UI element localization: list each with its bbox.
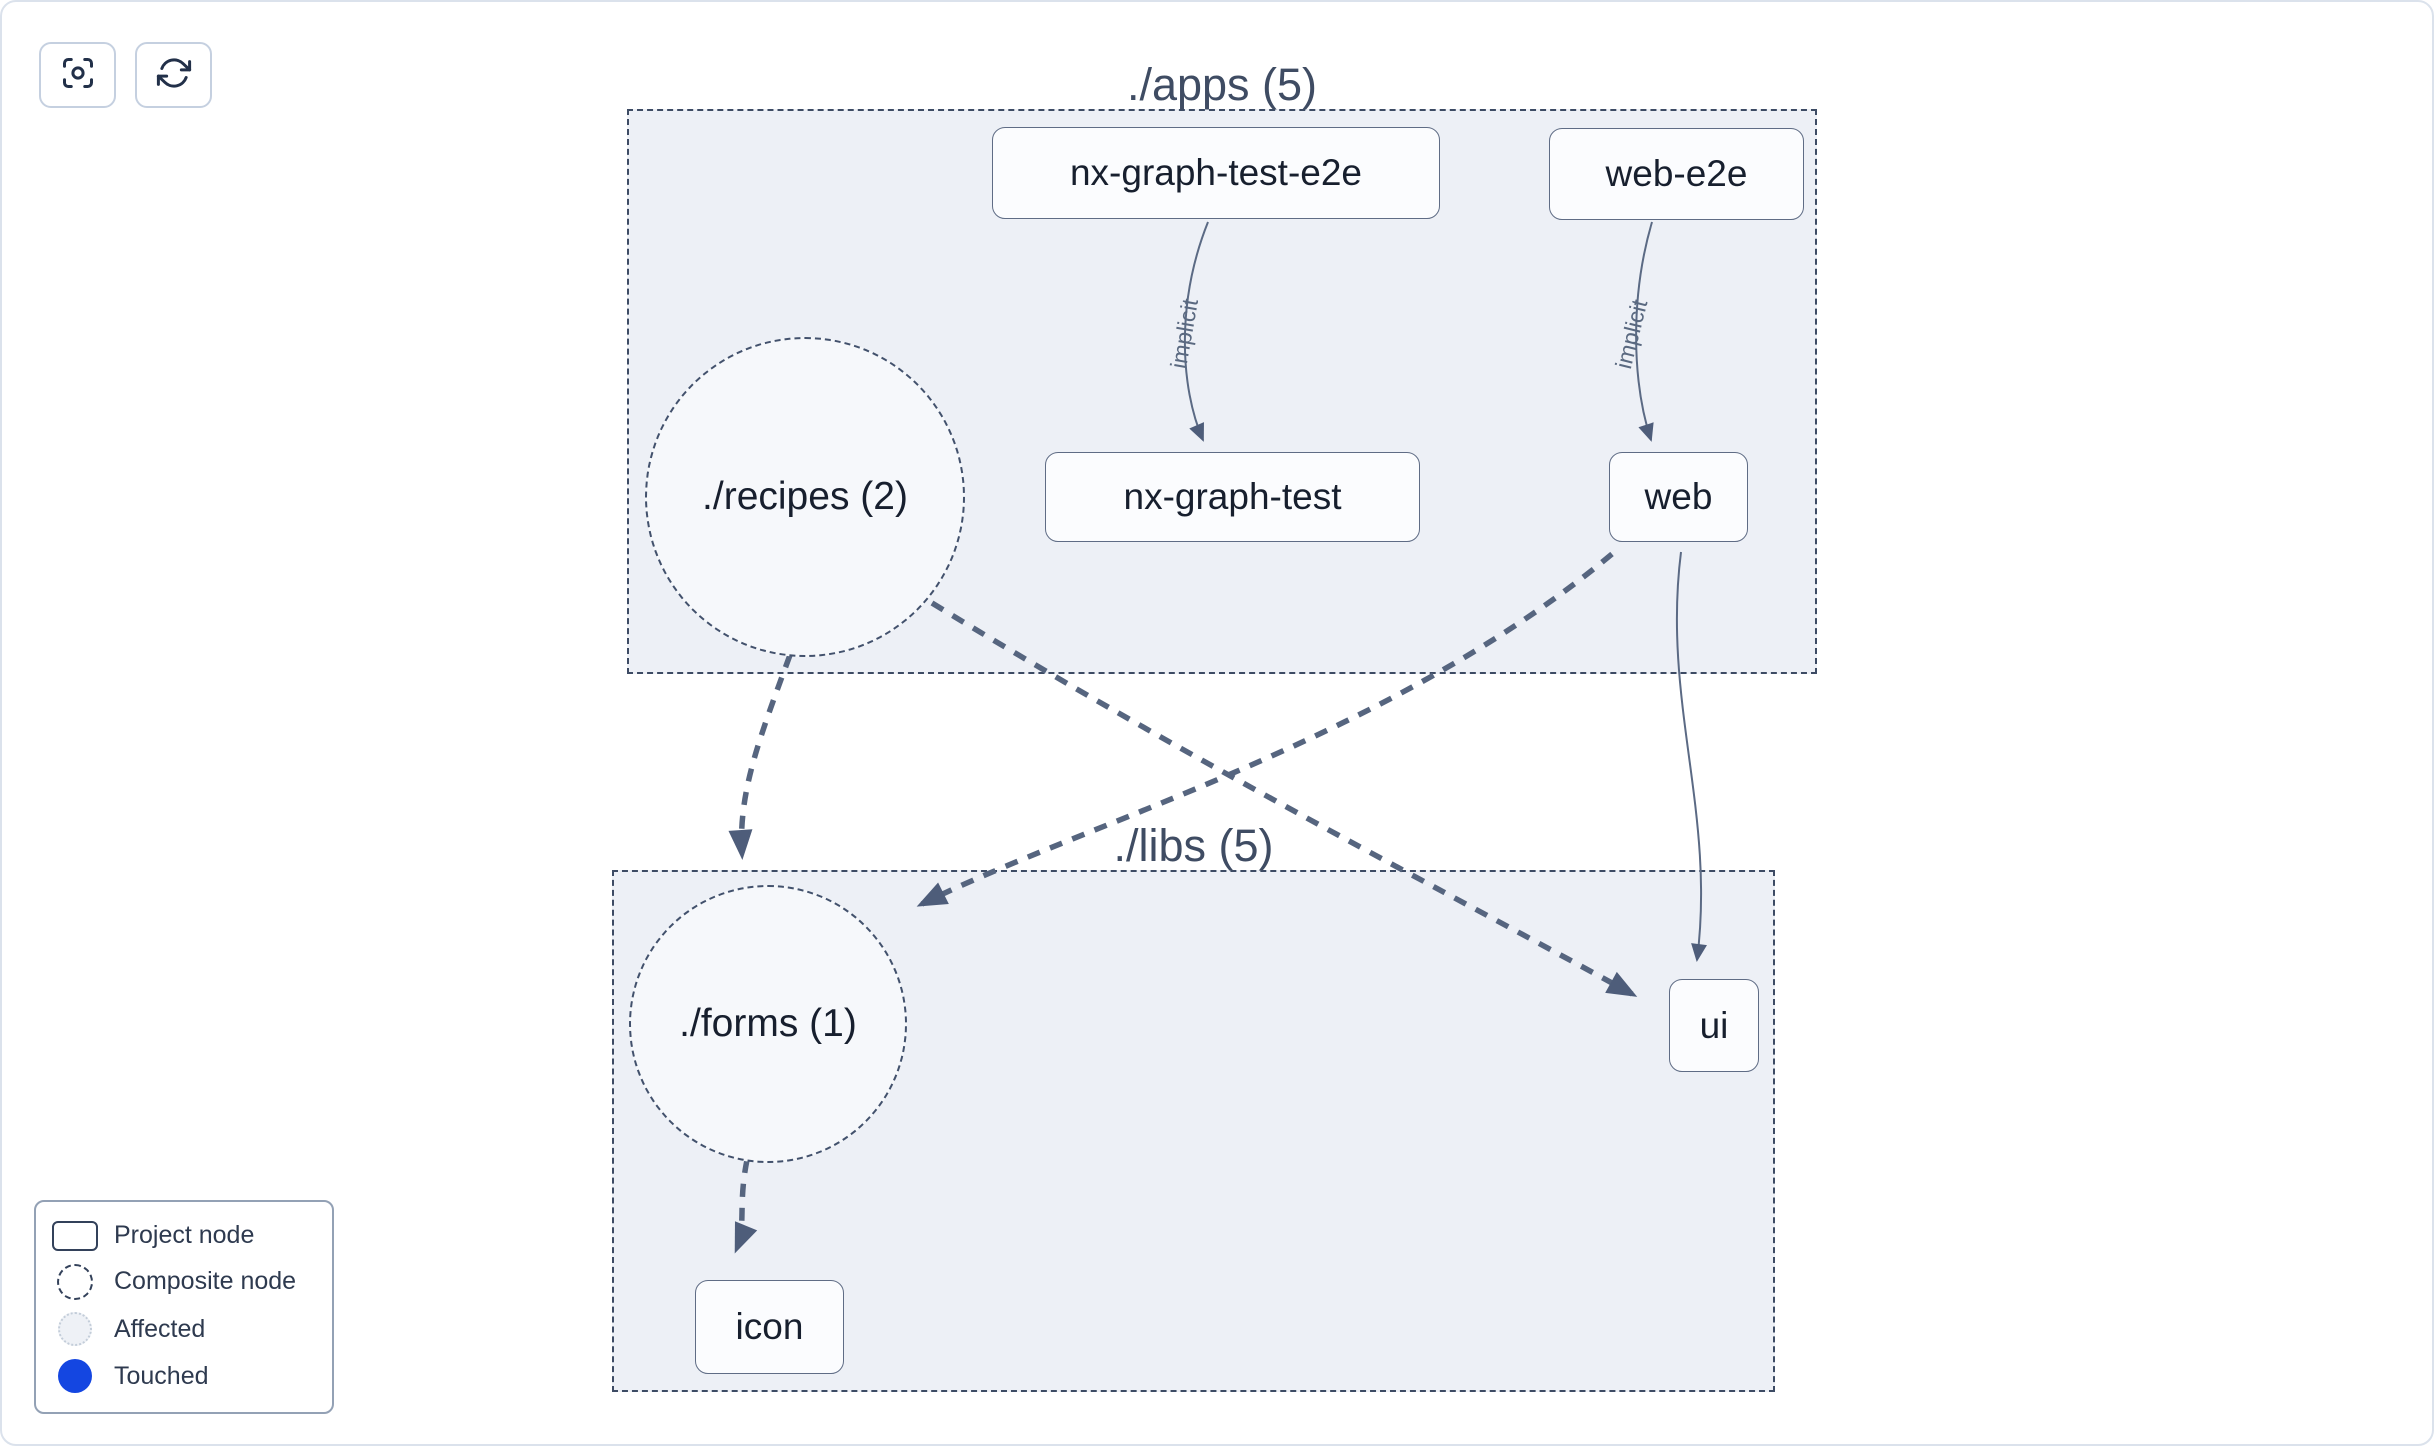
legend-label-affected: Affected [114,1314,206,1343]
composite-node-forms[interactable]: ./forms (1) [629,885,907,1163]
project-node-nx-graph-test-label: nx-graph-test [1123,476,1342,517]
legend-label-touched: Touched [114,1361,209,1390]
project-node-symbol [36,1220,114,1251]
legend-row-affected: Affected [36,1312,332,1347]
project-node-web-label: web [1644,476,1713,517]
project-node-ui[interactable]: ui [1669,979,1759,1072]
project-node-web-e2e-label: web-e2e [1605,153,1748,194]
legend-label-composite-node: Composite node [114,1267,297,1296]
legend-label-project-node: Project node [114,1221,255,1250]
legend-row-touched: Touched [36,1359,332,1394]
composite-node-symbol [36,1263,114,1300]
refresh-button[interactable] [135,42,212,108]
refresh-icon [156,55,192,96]
project-node-nx-graph-test[interactable]: nx-graph-test [1045,452,1420,542]
legend-row-project-node: Project node [36,1220,332,1251]
project-node-web-e2e[interactable]: web-e2e [1549,128,1804,220]
group-libs-label: ./libs (5) [1113,820,1274,871]
group-apps-label: ./apps (5) [1126,59,1318,110]
legend-row-composite-node: Composite node [36,1263,332,1300]
focus-icon [60,55,96,96]
affected-node-symbol [36,1312,114,1347]
project-node-nx-graph-test-e2e-label: nx-graph-test-e2e [1069,152,1363,193]
project-node-web[interactable]: web [1609,452,1748,542]
focus-button[interactable] [39,42,116,108]
project-node-icon[interactable]: icon [695,1280,844,1374]
touched-node-symbol [36,1359,114,1394]
legend: Project node Composite node Affected Tou… [34,1200,334,1414]
composite-node-recipes-label: ./recipes (2) [702,475,908,518]
composite-node-recipes[interactable]: ./recipes (2) [645,337,965,657]
project-node-nx-graph-test-e2e[interactable]: nx-graph-test-e2e [992,127,1440,219]
composite-node-forms-label: ./forms (1) [679,1002,857,1045]
project-node-icon-label: icon [735,1306,804,1347]
project-node-ui-label: ui [1699,1004,1729,1046]
